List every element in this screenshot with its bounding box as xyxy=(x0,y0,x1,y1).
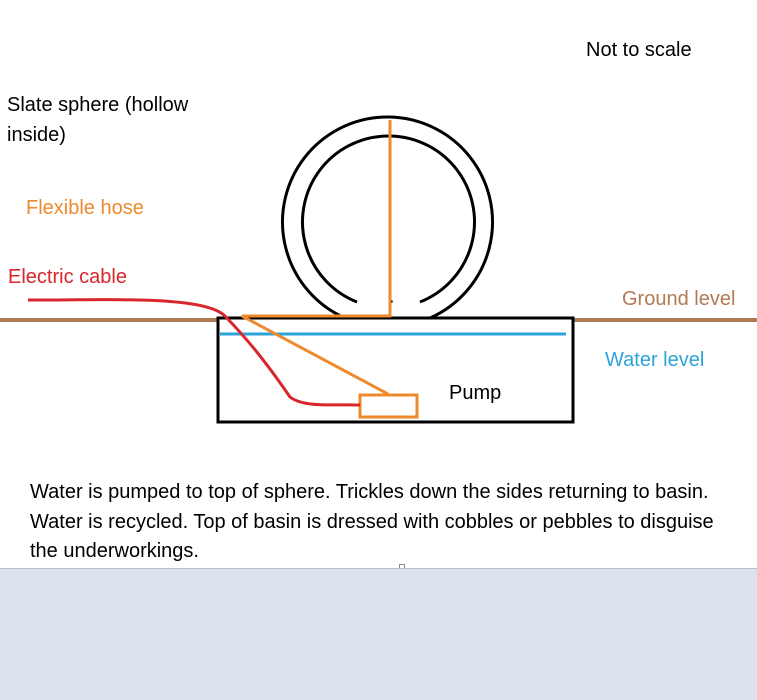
electric-cable xyxy=(27,298,361,407)
ground-level-label: Ground level xyxy=(622,288,736,310)
description-text: Water is pumped to top of sphere. Trickl… xyxy=(30,481,714,562)
diagram-canvas: Not to scale Slate sphere (hollow inside… xyxy=(0,39,757,562)
not-to-scale-label: Not to scale xyxy=(586,39,692,61)
flexible-hose-label: Flexible hose xyxy=(26,197,144,219)
pump-box xyxy=(358,393,419,419)
sphere-inner-outline xyxy=(301,134,476,304)
water-level-label: Water level xyxy=(605,349,705,371)
fountain-diagram xyxy=(0,115,757,424)
flexible-hose xyxy=(241,120,392,396)
slate-sphere-label-line2: inside) xyxy=(7,124,66,146)
slate-sphere-label-line1: Slate sphere (hollow xyxy=(7,94,189,116)
electric-cable-label: Electric cable xyxy=(8,266,127,288)
empty-panel xyxy=(0,568,757,700)
basin-outline xyxy=(216,316,575,424)
sphere-outer-outline xyxy=(281,115,494,320)
pump-label: Pump xyxy=(449,382,502,404)
